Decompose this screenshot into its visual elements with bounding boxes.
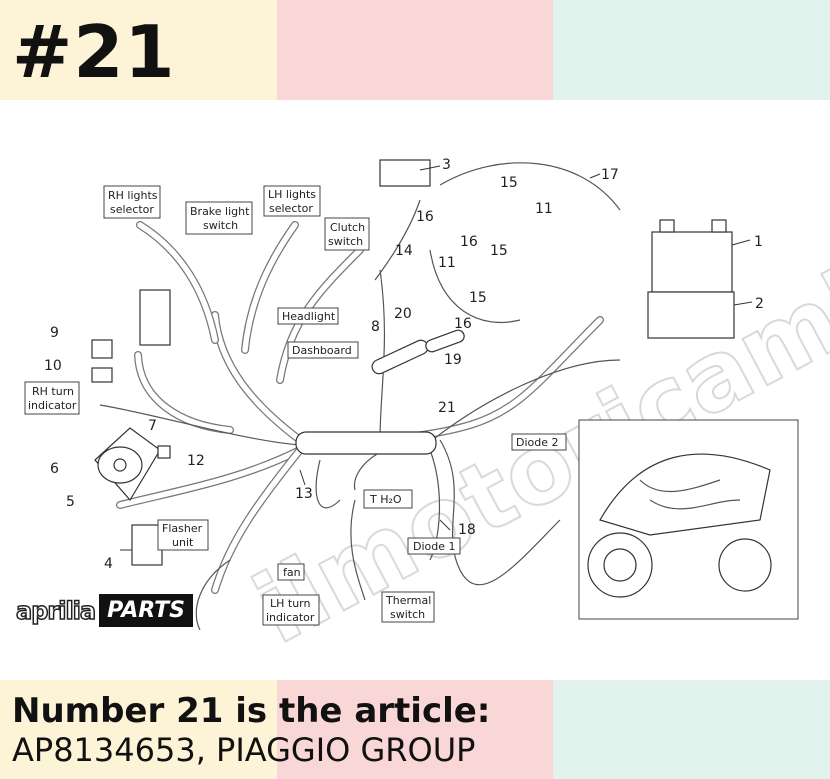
ref-number-3: 3 xyxy=(442,157,451,173)
rh-lights-selector-box xyxy=(103,185,161,219)
rh-lights-selector-line2: selector xyxy=(110,203,154,216)
ref-number-2: 2 xyxy=(755,296,764,312)
lh-turn-indicator-line2: indicator xyxy=(266,611,315,624)
wiring-harness-icon xyxy=(99,162,621,631)
aprilia-parts-logo: aprilia PARTS xyxy=(15,594,194,627)
clutch-switch-box xyxy=(324,217,370,251)
band-yellow-bottom xyxy=(0,680,277,779)
band-yellow xyxy=(0,0,277,100)
ref-number-19: 19 xyxy=(444,352,462,368)
thermal-switch-box xyxy=(381,591,435,623)
part-3 xyxy=(379,159,431,187)
ref-number-15b: 15 xyxy=(490,243,508,259)
thermal-switch-line2: switch xyxy=(390,608,425,621)
rh-turn-indicator-line1: RH turn xyxy=(32,385,74,398)
t-h2o-label: T H₂O xyxy=(369,493,402,506)
ref-number-13: 13 xyxy=(295,486,313,502)
logo-brand: aprilia xyxy=(15,596,97,626)
brake-light-switch-line2: switch xyxy=(203,219,238,232)
part-12 xyxy=(157,445,171,459)
ref-number-16c: 16 xyxy=(454,316,472,332)
ref-number-12: 12 xyxy=(187,453,205,469)
ref-number-10: 10 xyxy=(44,358,62,374)
ref-number-14: 14 xyxy=(395,243,413,259)
ref-number-8: 8 xyxy=(371,319,380,335)
ref-number-5: 5 xyxy=(66,494,75,510)
headlight-box xyxy=(277,307,339,325)
headlight-label: Headlight xyxy=(282,310,336,323)
lh-lights-selector-box xyxy=(263,185,321,217)
horn-icon xyxy=(94,427,161,502)
battery-icon xyxy=(647,219,735,339)
part-10 xyxy=(91,367,113,383)
band-pink-bottom xyxy=(277,680,553,779)
part-9 xyxy=(91,339,113,359)
leader-lines xyxy=(120,165,753,551)
diode-2-box xyxy=(511,433,567,451)
rh-turn-indicator-box xyxy=(24,381,80,415)
ref-number-15a: 15 xyxy=(500,175,518,191)
ref-number-9: 9 xyxy=(50,325,59,341)
ref-number-20: 20 xyxy=(394,306,412,322)
ref-number-17: 17 xyxy=(601,167,619,183)
ref-number-6: 6 xyxy=(50,461,59,477)
lh-lights-selector-line1: LH lights xyxy=(268,188,316,201)
ref-number-16b: 16 xyxy=(460,234,478,250)
brake-light-switch-box xyxy=(185,201,253,235)
ref-number-11b: 11 xyxy=(438,255,456,271)
wiring-diagram: ilmotoricambi xyxy=(24,157,830,660)
flasher-unit-line1: Flasher xyxy=(162,522,203,535)
lh-turn-indicator-box xyxy=(262,594,320,626)
flasher-unit-box xyxy=(157,519,209,551)
band-green xyxy=(553,0,830,100)
ref-number-7: 7 xyxy=(148,418,157,434)
rh-lights-selector-line1: RH lights xyxy=(108,189,158,202)
bottom-color-band xyxy=(0,680,830,779)
ref-number-21: 21 xyxy=(438,400,456,416)
rh-turn-indicator-line2: indicator xyxy=(28,399,77,412)
part-number-title: #21 xyxy=(12,10,176,94)
ref-number-4: 4 xyxy=(104,556,113,572)
lh-lights-selector-line2: selector xyxy=(269,202,313,215)
top-color-band xyxy=(0,0,830,100)
diode-1-box xyxy=(407,537,461,555)
brake-light-switch-line1: Brake light xyxy=(190,205,250,218)
band-pink xyxy=(277,0,553,100)
flasher-unit-line2: unit xyxy=(172,536,194,549)
clutch-switch-line2: switch xyxy=(328,235,363,248)
caption-article: AP8134653, PIAGGIO GROUP xyxy=(12,731,476,769)
band-green-bottom xyxy=(553,680,830,779)
part-20 xyxy=(425,329,465,353)
t-h2o-box xyxy=(363,489,413,509)
motorcycle-icon xyxy=(578,419,799,620)
diode-1-label: Diode 1 xyxy=(413,540,456,553)
clutch-switch-line1: Clutch xyxy=(330,221,365,234)
dashboard-box xyxy=(287,341,359,359)
fan-label: fan xyxy=(283,566,301,579)
diode-2-label: Diode 2 xyxy=(516,436,559,449)
ref-number-18: 18 xyxy=(458,522,476,538)
logo-suffix: PARTS xyxy=(99,594,194,627)
thermal-switch-line1: Thermal xyxy=(385,594,431,607)
fan-box xyxy=(277,563,305,581)
ref-number-16a: 16 xyxy=(416,209,434,225)
ref-number-11a: 11 xyxy=(535,201,553,217)
ignition-switch xyxy=(139,289,171,346)
ref-number-1: 1 xyxy=(754,234,763,250)
lh-turn-indicator-line1: LH turn xyxy=(270,597,311,610)
caption-heading: Number 21 is the article: xyxy=(12,691,491,731)
part-8 xyxy=(371,339,429,375)
ref-number-15c: 15 xyxy=(469,290,487,306)
dashboard-label: Dashboard xyxy=(292,344,352,357)
